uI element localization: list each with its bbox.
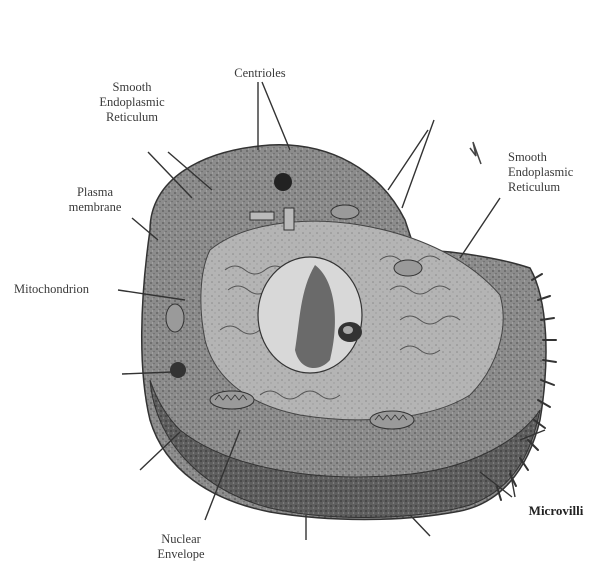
label-plasma-membrane: Plasma membrane [50,185,140,215]
label-smooth-er-right: Smooth Endoplasmic Reticulum [508,150,606,195]
vesicle [170,362,186,378]
label-smooth-er-left: Smooth Endoplasmic Reticulum [82,80,182,125]
centriole [284,208,294,230]
label-centrioles: Centrioles [210,66,310,81]
label-microvilli: Microvilli [516,503,596,518]
centriole [250,212,274,220]
vesicle [274,173,292,191]
label-mitochondrion: Mitochondrion [14,282,124,297]
label-nuclear-envelope: Nuclear Envelope [136,532,226,562]
pen-mark [470,142,481,164]
